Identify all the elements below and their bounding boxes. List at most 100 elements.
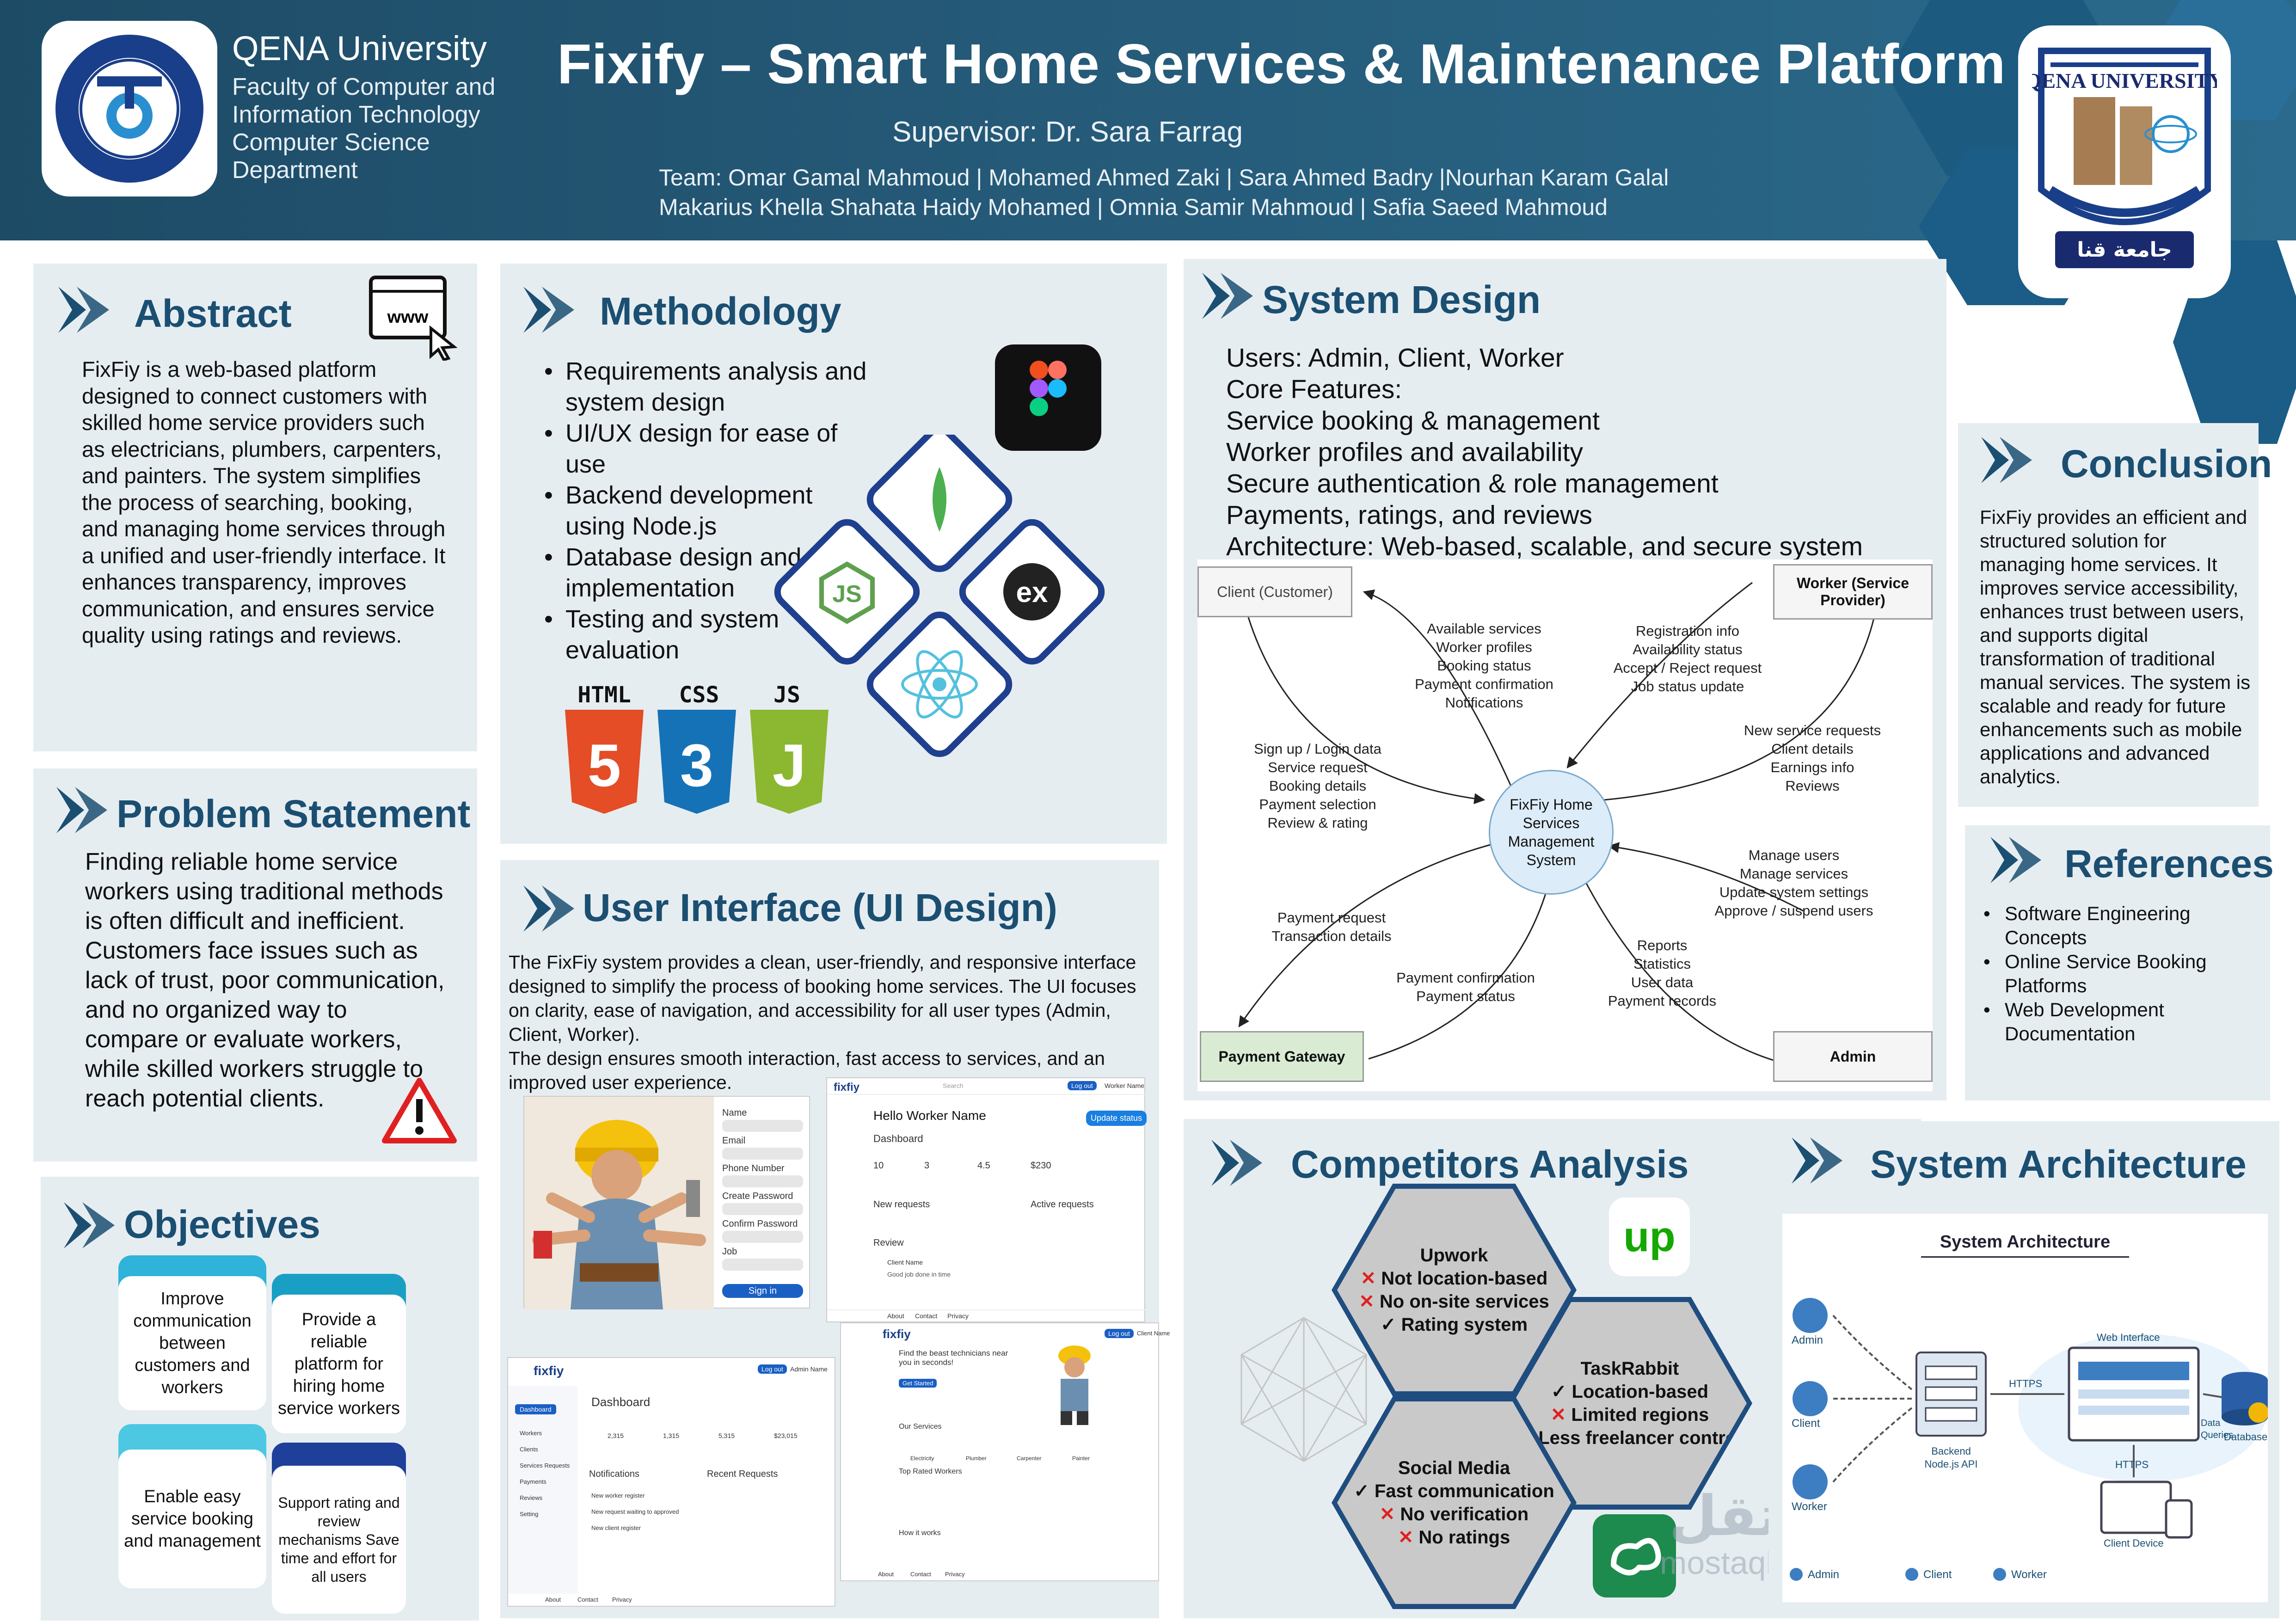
express-label: ex	[1016, 577, 1048, 608]
x-icon: ✕	[1360, 1268, 1376, 1289]
search-input[interactable]: Search	[943, 1082, 964, 1089]
signup-job-input[interactable]	[722, 1259, 803, 1271]
system-center-node: FixFiy Home Services Management System	[1489, 770, 1614, 895]
nodejs-icon: JS	[819, 561, 875, 624]
technician-illustration	[1058, 1346, 1091, 1425]
sidebar-item-requests[interactable]: Services Requests	[520, 1462, 570, 1469]
upwork-point: ✕ Not location-based	[1361, 1267, 1548, 1290]
team-line: Makarius Khella Shahata Haidy Mohamed | …	[659, 194, 1608, 220]
logout-button[interactable]: Log out	[1105, 1329, 1134, 1338]
sidebar-item-workers[interactable]: Workers	[520, 1430, 542, 1437]
signup-confirm-input[interactable]	[722, 1231, 803, 1243]
methodology-item: Testing and system evaluation	[544, 604, 877, 666]
x-icon: ✕	[1359, 1291, 1375, 1312]
social-point-text: No verification	[1400, 1504, 1529, 1524]
poster-title: Fixify – Smart Home Services & Maintenan…	[557, 32, 2006, 95]
objectives-heading: Objectives	[124, 1203, 320, 1246]
worker-dashboard-mockup: fixfiy Search Log out Worker Name Hello …	[826, 1077, 1147, 1323]
user-label: Worker	[1792, 1500, 1827, 1513]
signup-phone-input[interactable]	[722, 1175, 803, 1187]
social-point: ✕ No verification	[1380, 1503, 1529, 1526]
reference-item: Software Engineering Concepts	[1983, 902, 2261, 950]
system-design-line: Architecture: Web-based, scalable, and s…	[1226, 532, 1863, 561]
competitor-name: TaskRabbit	[1580, 1358, 1679, 1379]
greeting: Hello Worker Name	[873, 1108, 986, 1123]
flow-arrows	[1238, 582, 1881, 1067]
flow-label: Manage users Manage services Update syst…	[1714, 847, 1873, 919]
css3-icon	[657, 710, 736, 814]
signup-field-label: Phone Number	[722, 1163, 785, 1173]
signup-field-label: Name	[722, 1108, 747, 1118]
logo-arabic-text: جامعة قنا	[2077, 238, 2172, 262]
methodology-item: Database design and implementation	[544, 542, 877, 604]
objective-card: Provide a reliable platform for hiring h…	[272, 1295, 406, 1433]
logo-university-text: QENA UNIVERSITY	[2032, 69, 2217, 92]
sidebar-item-clients[interactable]: Clients	[520, 1446, 538, 1453]
footer-link-privacy[interactable]: Privacy	[612, 1596, 632, 1603]
https-label: HTTPS	[2009, 1378, 2043, 1389]
footer-link-about[interactable]: About	[887, 1312, 904, 1320]
abstract-panel: Abstract www FixFiy is a web-based platf…	[33, 264, 477, 751]
social-point-text: No ratings	[1418, 1527, 1510, 1548]
logout-button[interactable]: Log out	[1068, 1081, 1097, 1090]
architecture-graphics	[1790, 1298, 2268, 1581]
notification-item: New worker register	[591, 1492, 645, 1499]
flow-label: Reports Statistics User data Payment rec…	[1608, 937, 1717, 1009]
system-design-line: Secure authentication & role management	[1226, 469, 1719, 498]
data-queries-label: Data Queries	[2201, 1418, 2234, 1440]
sidebar-item-dashboard[interactable]: Dashboard	[515, 1404, 556, 1414]
hero-text: Find the beast technicians near you in s…	[899, 1349, 1008, 1367]
faculty-line: Faculty of Computer and	[232, 74, 496, 100]
university-name: QENA University	[232, 29, 487, 68]
methodology-heading: Methodology	[600, 289, 841, 333]
chevron-icon	[56, 787, 107, 833]
upwork-point: ✕ No on-site services	[1359, 1290, 1549, 1313]
footer-link-contact[interactable]: Contact	[915, 1312, 938, 1320]
footer-link-about[interactable]: About	[545, 1596, 561, 1603]
methodology-list: Requirements analysis and system design …	[544, 356, 877, 666]
diagram-title: System Architecture	[1940, 1232, 2111, 1252]
taskrabbit-point-text: Less freelancer control	[1538, 1428, 1742, 1448]
service-electricity[interactable]: Electricity	[910, 1455, 934, 1462]
methodology-item: Backend development using Node.js	[544, 480, 877, 542]
signup-password-input[interactable]	[722, 1203, 803, 1215]
footer-link-privacy[interactable]: Privacy	[945, 1571, 965, 1578]
sidebar-item-payments[interactable]: Payments	[520, 1478, 546, 1485]
sidebar-item-setting[interactable]: Setting	[520, 1511, 539, 1518]
signup-name-input[interactable]	[722, 1120, 803, 1132]
update-status-button[interactable]: Update status	[1086, 1111, 1147, 1126]
sidebar-item-reviews[interactable]: Reviews	[520, 1494, 543, 1501]
taskrabbit-point-text: Location-based	[1572, 1382, 1709, 1402]
competitor-name: Social Media	[1398, 1458, 1510, 1478]
flow-label: Available services Worker profiles Booki…	[1415, 621, 1553, 711]
service-carpenter[interactable]: Carpenter	[1017, 1455, 1042, 1462]
faculty-logo	[42, 21, 217, 197]
footer-link-contact[interactable]: Contact	[577, 1596, 598, 1603]
system-design-heading: System Design	[1262, 278, 1541, 321]
footer-link-contact[interactable]: Contact	[910, 1571, 931, 1578]
sign-in-button[interactable]: Sign in	[722, 1284, 803, 1298]
faculty-line: Department	[232, 157, 358, 184]
logout-button[interactable]: Log out	[758, 1364, 787, 1374]
brand-logo: fixfiy	[834, 1081, 860, 1094]
svg-text:J: J	[773, 731, 806, 799]
footer-link-about[interactable]: About	[878, 1571, 894, 1578]
taskrabbit-point: ✕ Less freelancer control	[1518, 1426, 1742, 1450]
objectives-panel: Objectives Improve communication between…	[41, 1177, 479, 1621]
client-home-mockup: fixfiy Log out Client Name Find the beas…	[840, 1322, 1170, 1581]
top-workers-label: Top Rated Workers	[899, 1468, 962, 1475]
signup-email-input[interactable]	[722, 1148, 803, 1160]
title-underline	[1921, 1256, 2129, 1258]
system-design-line: Service booking & management	[1226, 406, 1600, 436]
legend-admin: Admin	[1808, 1568, 1840, 1581]
system-design-line: Worker profiles and availability	[1226, 437, 1583, 467]
signup-field-label: Confirm Password	[722, 1219, 798, 1229]
footer-link-privacy[interactable]: Privacy	[947, 1312, 969, 1320]
mockup-footer: About Contact Privacy	[827, 1309, 1146, 1323]
database-label: Database	[2224, 1431, 2268, 1443]
get-started-button[interactable]: Get Started	[899, 1379, 937, 1388]
service-painter[interactable]: Painter	[1072, 1455, 1090, 1462]
service-plumber[interactable]: Plumber	[966, 1455, 987, 1462]
taskrabbit-logo	[1593, 1514, 1676, 1597]
notifications-label: Notifications	[589, 1469, 639, 1479]
